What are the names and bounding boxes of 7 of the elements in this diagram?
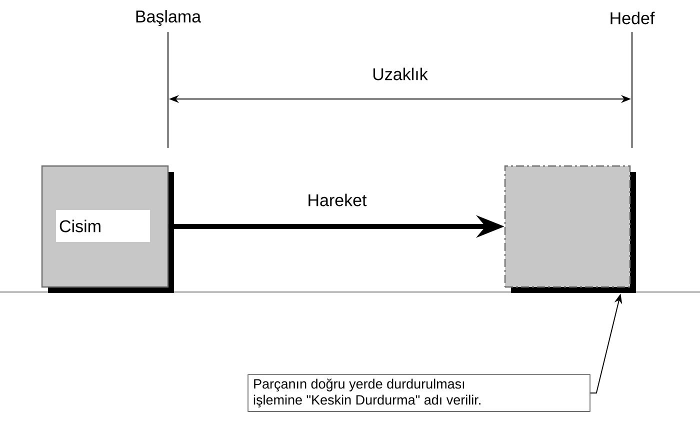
distance-label: Uzaklık [373,68,428,80]
target-label: Hedef [610,12,655,24]
object-box: Cisim [41,165,174,293]
note-box: Parçanın doğru yerde durdurulması işlemine "Keskin Durdurma" adı verilir. [248,374,590,412]
edge-label: Hareket [306,192,368,208]
start-label: Başlama [136,10,202,26]
target-box [504,165,636,293]
